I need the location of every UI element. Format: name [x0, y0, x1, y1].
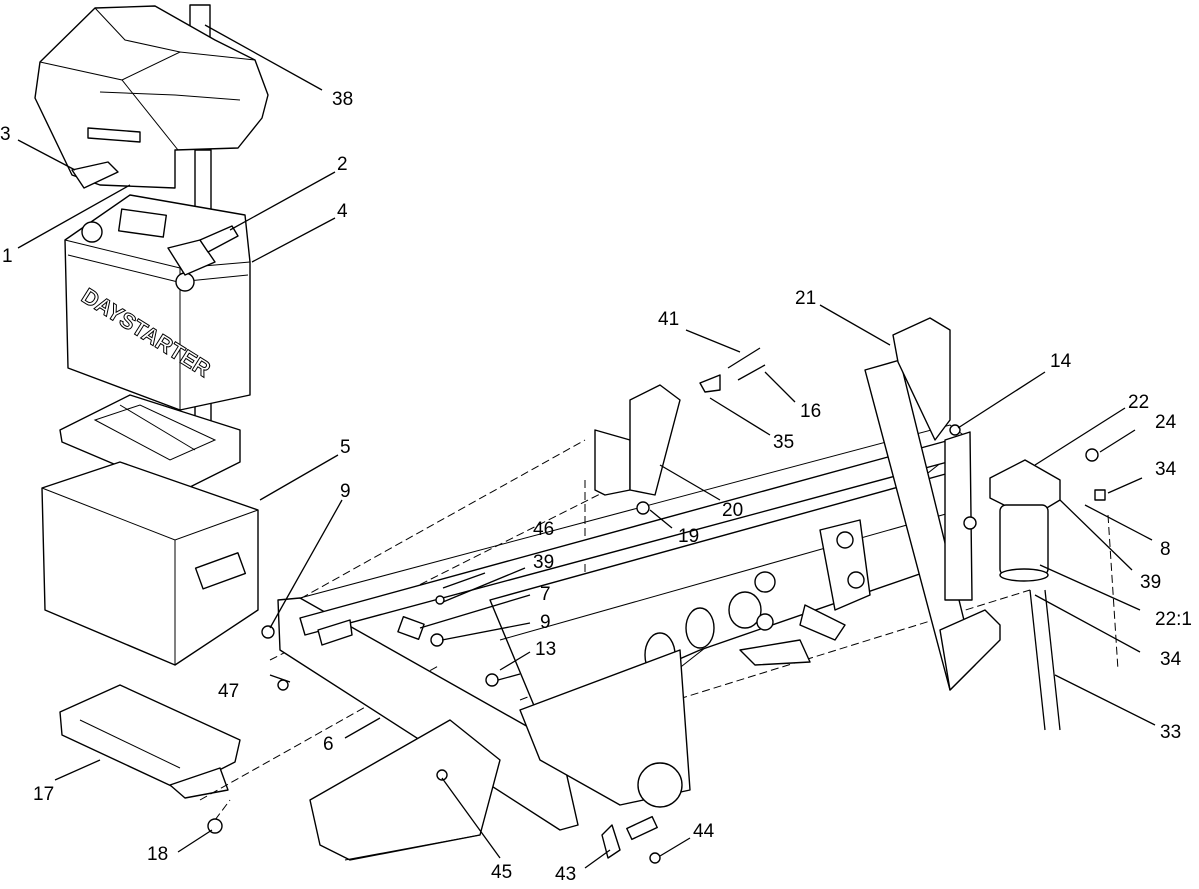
callout-47: 47: [218, 681, 239, 702]
callout-labels: 38 3 2 4 1 5 9 46 39 7 9 13 47 6 17 18 4…: [0, 89, 1192, 885]
callout-39-right: 39: [1140, 572, 1161, 593]
mount-bracket: [594, 384, 681, 496]
callout-20: 20: [722, 500, 743, 521]
callout-24: 24: [1155, 412, 1177, 433]
callout-13: 13: [535, 639, 556, 660]
battery-cover: [34, 5, 269, 189]
callout-17: 17: [33, 784, 54, 805]
callout-43: 43: [555, 864, 576, 885]
callout-33: 33: [1160, 722, 1181, 743]
callout-4: 4: [337, 201, 348, 222]
battery-tray: [59, 394, 241, 493]
battery-box: [41, 461, 259, 666]
callout-34-upper: 34: [1155, 459, 1177, 480]
callout-46: 46: [533, 519, 554, 540]
battery: DAYSTARTER: [64, 194, 251, 411]
callout-21: 21: [795, 288, 816, 309]
cover-latch: [71, 161, 119, 189]
callout-2: 2: [337, 154, 348, 175]
callout-22-1: 22:1: [1155, 609, 1192, 630]
upright-post: [864, 317, 1001, 691]
callout-19: 19: [678, 526, 699, 547]
callout-5: 5: [340, 437, 351, 458]
callout-leaders: [17, 24, 1156, 869]
callout-38: 38: [332, 89, 353, 110]
callout-22: 22: [1128, 392, 1149, 413]
callout-6: 6: [323, 734, 334, 755]
battery-plate: [59, 684, 241, 799]
callout-3: 3: [0, 124, 11, 145]
callout-14: 14: [1050, 351, 1072, 372]
callout-45: 45: [491, 862, 512, 883]
callout-9-upper: 9: [340, 481, 351, 502]
callout-8: 8: [1160, 539, 1171, 560]
callout-9-lower: 9: [540, 612, 551, 633]
callout-39-left: 39: [533, 552, 554, 573]
callout-7: 7: [540, 584, 551, 605]
filter-assembly: [963, 448, 1106, 731]
callout-18: 18: [147, 844, 168, 865]
callout-34-lower: 34: [1160, 649, 1182, 670]
frame-rail: [277, 424, 971, 861]
callout-44: 44: [693, 821, 715, 842]
callout-1: 1: [2, 246, 13, 267]
callout-16: 16: [800, 401, 821, 422]
hardware: [207, 347, 766, 864]
callout-41: 41: [658, 309, 679, 330]
callout-35: 35: [773, 432, 794, 453]
